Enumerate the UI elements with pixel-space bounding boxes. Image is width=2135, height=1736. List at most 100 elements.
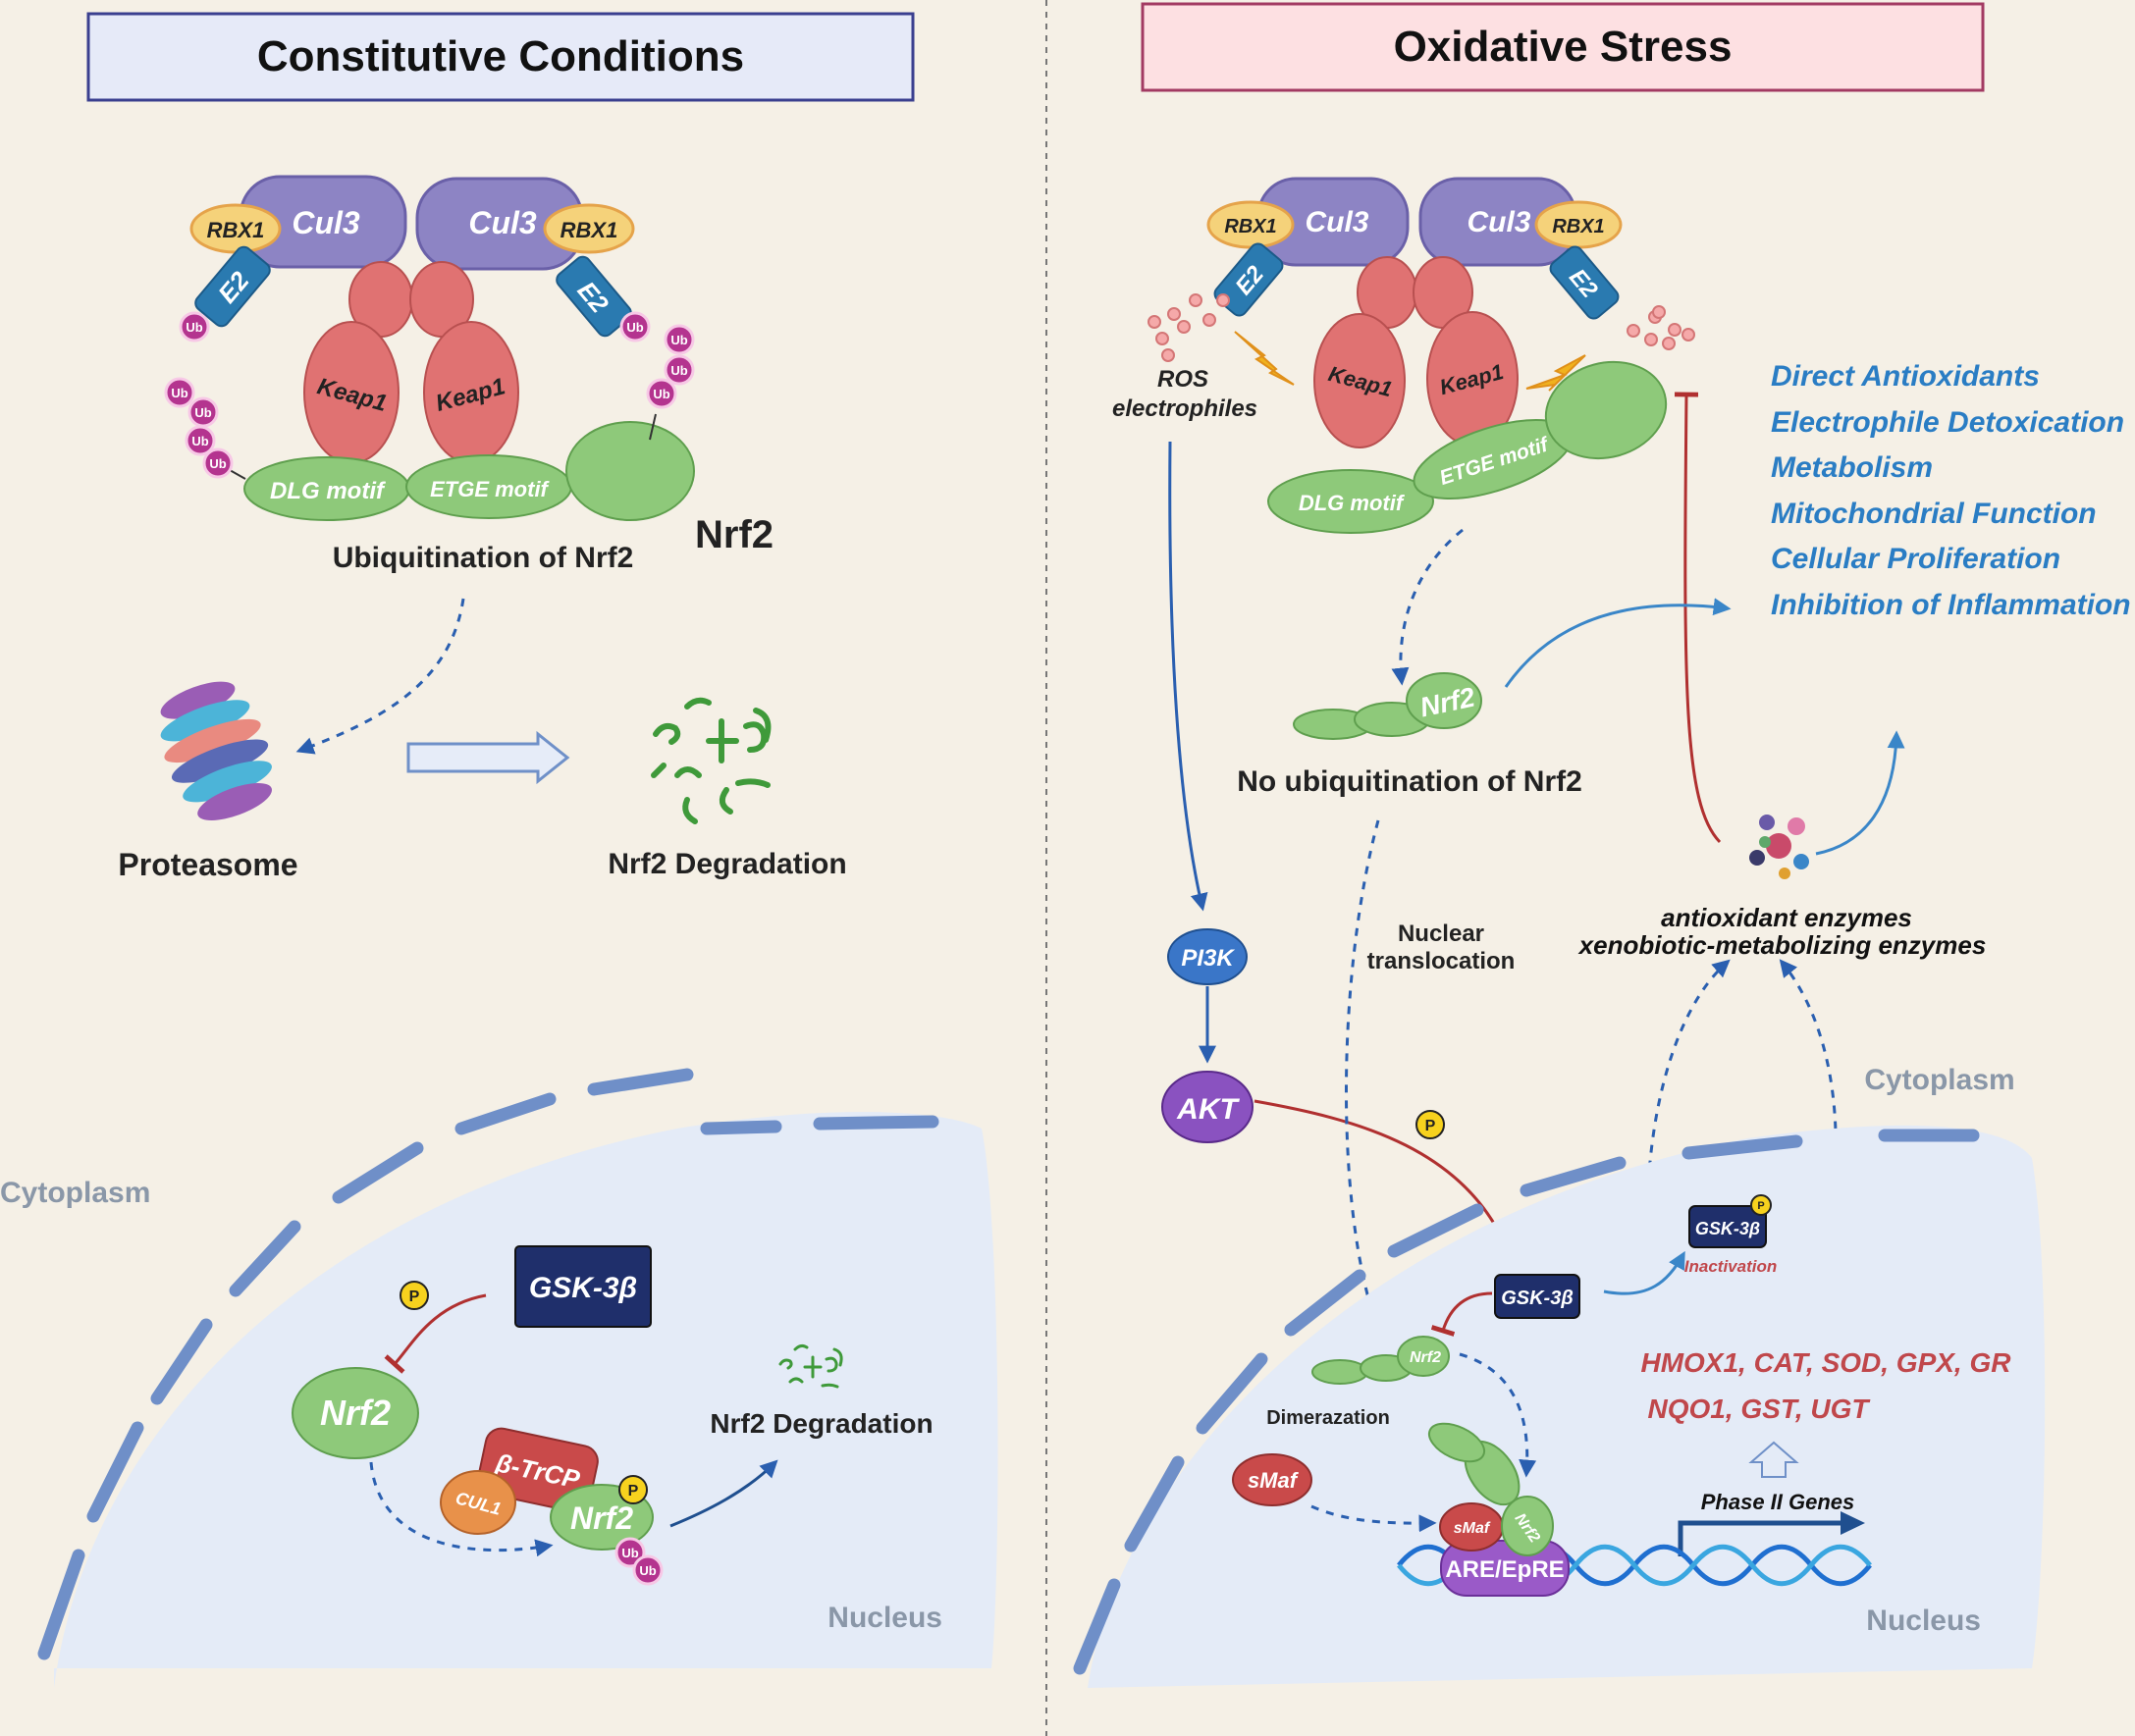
left-cul3-complex: Cul3 Cul3 RBX1 RBX1 E2 E2 Keap1 Keap1: [164, 175, 695, 521]
left-nucleus: [54, 1112, 998, 1688]
ros-dots-right: [1627, 305, 1695, 350]
enzymes-icon: [1749, 815, 1809, 879]
inactivation-label: Inactivation: [1684, 1257, 1777, 1276]
dlg-motif-r: [1267, 469, 1434, 534]
left-envelope-topmost: [700, 1115, 939, 1135]
dlg-motif-label: DLG motif: [270, 478, 386, 504]
right-nuclear-envelope: [1073, 1129, 1980, 1675]
ub-label: Ub: [653, 387, 669, 401]
genes-line-2: NQO1, GST, UGT: [1647, 1394, 1871, 1424]
pi3k-node: [1167, 928, 1248, 985]
gsk3b-inactive-box: [1688, 1205, 1767, 1248]
cul1-ellipse: [440, 1470, 516, 1535]
effect-item: Inhibition of Inflammation: [1771, 589, 2131, 621]
cul3-right-r-label: Cul3: [1467, 206, 1530, 238]
nrf2-free: [1406, 672, 1482, 729]
gsk3b-inhibit-line: [384, 1293, 487, 1374]
nrf2-to-complex-arrow: [369, 1461, 554, 1557]
ub-chain-link-right: [649, 413, 657, 441]
effect-item: Mitochondrial Function: [1771, 498, 2097, 530]
dlg-motif-r-label: DLG motif: [1299, 491, 1406, 515]
nrf2-nuc: [1397, 1336, 1450, 1377]
gsk3b-box-left: [514, 1245, 652, 1328]
degradation-hollow-arrow: [406, 730, 570, 785]
left-title-box: [86, 12, 915, 102]
ub-label: Ub: [191, 434, 208, 448]
ub-label: Ub: [194, 405, 211, 420]
ub-label: Ub: [186, 320, 202, 335]
effect-item: Metabolism: [1771, 451, 1933, 484]
left-nucleus-label: Nucleus: [827, 1602, 942, 1634]
phospho-small-label: P: [1757, 1200, 1764, 1212]
cul3-right-label: Cul3: [468, 205, 537, 240]
rbx1-right: [543, 203, 635, 254]
nuclear-label-1: Nuclear: [1398, 921, 1484, 947]
cul3-left-label: Cul3: [292, 205, 360, 240]
enzymes-label-1: antioxidant enzymes: [1661, 903, 1912, 932]
dimerization-label: Dimerazation: [1266, 1407, 1390, 1429]
right-nucleus-label: Nucleus: [1866, 1604, 1981, 1637]
etge-motif-label: ETGE motif: [430, 477, 550, 501]
no-ubiquitination-label: No ubiquitination of Nrf2: [1237, 765, 1582, 798]
smaf-bound-label: sMaf: [1454, 1520, 1491, 1537]
left-nuclear-envelope: [37, 1068, 694, 1660]
ros-label: ROS: [1157, 366, 1208, 393]
to-nuclear-degradation-arrow: [669, 1459, 778, 1528]
right-title: Oxidative Stress: [1394, 23, 1733, 71]
effect-item: Direct Antioxidants: [1771, 360, 2040, 393]
left-panel: Constitutive Conditions Cul3 Cul3 RBX1 R…: [0, 12, 998, 1688]
rbx1-right-r-label: RBX1: [1552, 216, 1604, 237]
lightning-icon-left: [1234, 331, 1295, 386]
rbx1-left-label: RBX1: [207, 218, 265, 242]
nrf2-nuc-label: Nrf2: [1410, 1349, 1441, 1366]
lightning-icon-right: [1525, 354, 1586, 392]
smaf-node: [1232, 1453, 1312, 1506]
nuclear-degradation-label: Nrf2 Degradation: [710, 1408, 933, 1439]
phospho-label: P: [628, 1483, 639, 1499]
genes-line-1: HMOX1, CAT, SOD, GPX, GR: [1640, 1347, 2011, 1378]
are-label: ARE/EpRE: [1445, 1556, 1564, 1583]
nuclear-label-2: translocation: [1367, 948, 1516, 974]
right-title-box: [1141, 2, 1985, 92]
nrf2-fragments-small-icon: [778, 1343, 843, 1389]
left-title: Constitutive Conditions: [257, 32, 744, 80]
ros-dots-left: [1148, 293, 1230, 362]
phospho-label: P: [1425, 1118, 1436, 1134]
ub-label: Ub: [209, 456, 226, 471]
ubiquitination-label: Ubiquitination of Nrf2: [333, 542, 634, 574]
gsk3b-inhibit-nrf2-line: [1430, 1291, 1493, 1337]
effect-item: Electrophile Detoxication: [1771, 406, 2124, 439]
nrf2-nuc-segment: [1311, 1359, 1368, 1385]
smaf-label: sMaf: [1248, 1468, 1300, 1493]
pi3k-label: PI3K: [1181, 945, 1235, 972]
ub-label: Ub: [670, 363, 687, 378]
to-effects-arrow: [1504, 598, 1732, 688]
keap1-left-r: [1313, 313, 1406, 448]
gsk3b-inactive-label: GSK-3β: [1695, 1219, 1760, 1238]
nrf2-domain-r: [1544, 360, 1668, 460]
ros-to-pi3k-arrow: [1168, 441, 1208, 912]
nrf2-big-label: Nrf2: [695, 513, 774, 556]
gsk3b-right-label: GSK-3β: [1501, 1288, 1574, 1309]
akt-node: [1161, 1071, 1254, 1143]
akt-label: AKT: [1176, 1093, 1240, 1126]
nrf2-bound-r: [1501, 1496, 1554, 1556]
e2-left-r: [1213, 242, 1284, 317]
e2-right: [556, 255, 632, 338]
ub-label: Ub: [670, 333, 687, 347]
proteasome-icon: [160, 681, 272, 820]
left-cytoplasm-label: Cytoplasm: [0, 1177, 150, 1209]
right-cytoplasm-label: Cytoplasm: [1864, 1064, 2014, 1096]
ub-label: Ub: [626, 320, 643, 335]
phospho-label: P: [409, 1289, 420, 1305]
ub-label: Ub: [639, 1563, 656, 1578]
to-are-arrow: [1459, 1352, 1537, 1478]
nrf2-fragments-icon: [651, 697, 772, 824]
e2-left: [194, 245, 271, 328]
right-nucleus: [1088, 1125, 2046, 1688]
phase2-arrow: [1678, 1520, 1845, 1556]
phase2-arrow-head: [1841, 1511, 1865, 1535]
release-arrow: [1391, 528, 1464, 686]
